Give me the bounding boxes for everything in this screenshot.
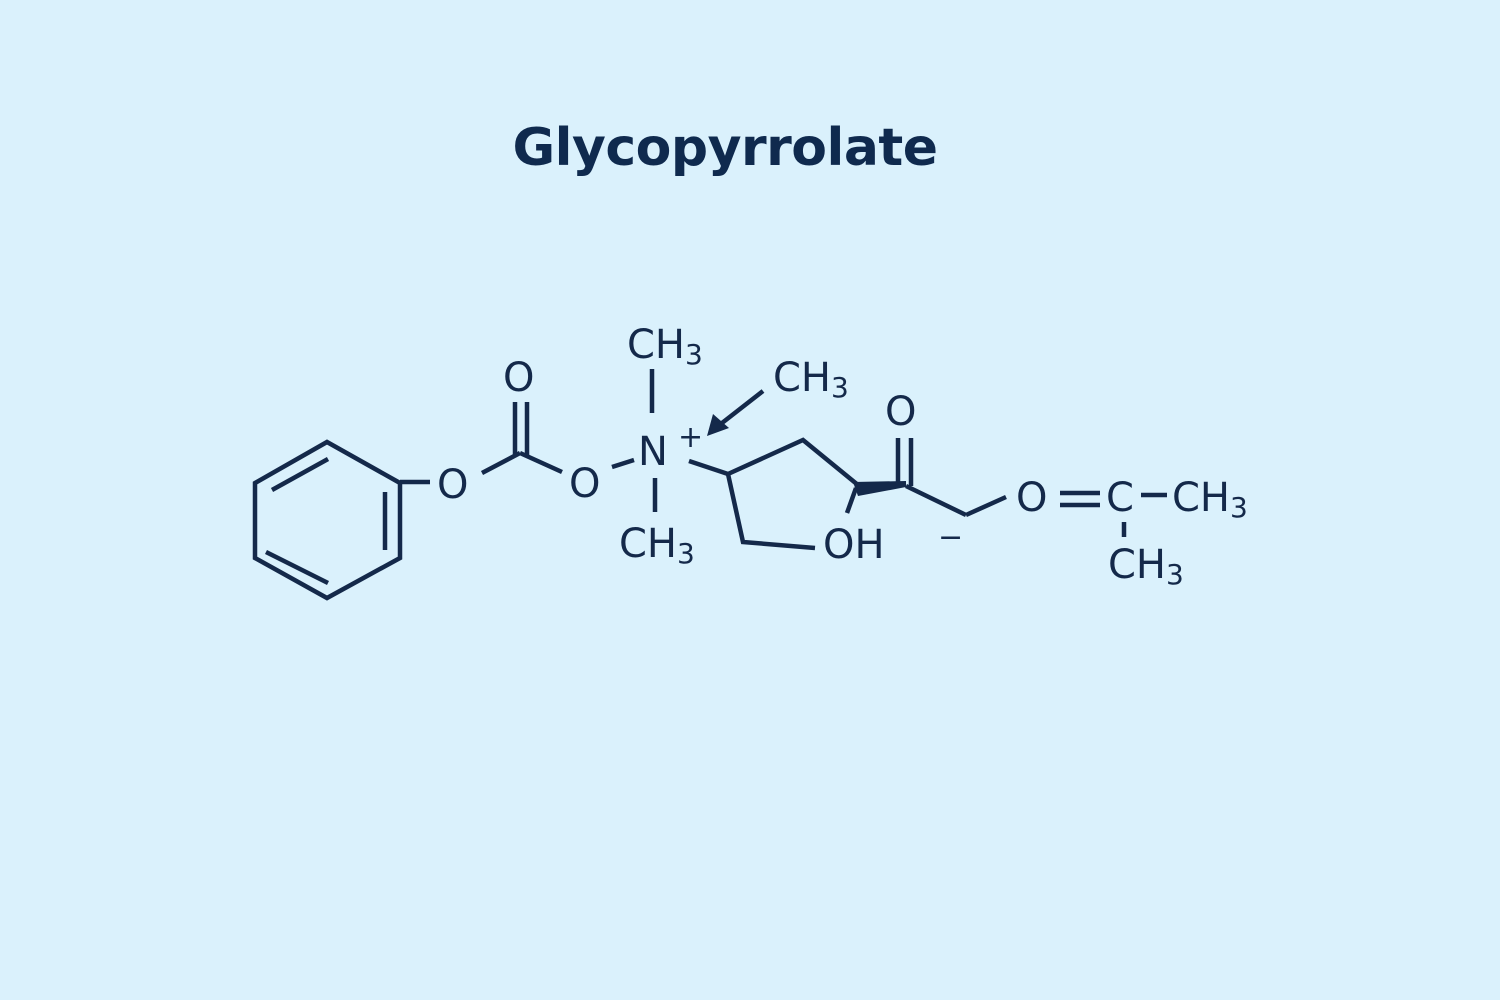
atom-ester-o-1: O — [437, 462, 468, 508]
atom-nitrogen: N — [638, 429, 668, 475]
bond-c-oh — [844, 487, 859, 514]
atom-ketone-o: O — [885, 389, 916, 435]
bond-carbonylc-o2 — [519, 450, 563, 475]
bond-o-n — [611, 457, 635, 470]
atom-hydroxyl: OH — [823, 522, 885, 568]
atom-ester-o-2: O — [569, 461, 600, 507]
atom-isopropyl-ch3-bottom: CH3 — [1108, 542, 1184, 591]
bond-c-ch2 — [905, 483, 967, 518]
atom-carbonyl-o: O — [503, 355, 534, 401]
atom-n-methyl-top: CH3 — [627, 322, 703, 371]
pyrrolidine-ring — [725, 437, 860, 551]
atom-n-methyl-bottom: CH3 — [619, 521, 695, 570]
atom-arrow-methyl: CH3 — [773, 355, 849, 404]
bond-ch2-o — [965, 494, 1007, 518]
anion-charge: − — [938, 520, 963, 555]
bond-n-ring — [688, 458, 729, 477]
benzene-ring — [252, 439, 403, 601]
compound-title: Glycopyrrolate — [512, 118, 938, 178]
nitrogen-positive-charge: + — [678, 420, 703, 455]
atom-ether-o: O — [1016, 475, 1047, 521]
atom-isopropyl-ch3-right: CH3 — [1172, 475, 1248, 524]
arrow-head-icon — [707, 414, 729, 436]
arrow-shaft — [720, 389, 765, 425]
bond-o-carbonylc — [480, 451, 522, 475]
atom-isopropyl-c: C — [1106, 475, 1134, 521]
wedge-bond — [853, 481, 906, 496]
